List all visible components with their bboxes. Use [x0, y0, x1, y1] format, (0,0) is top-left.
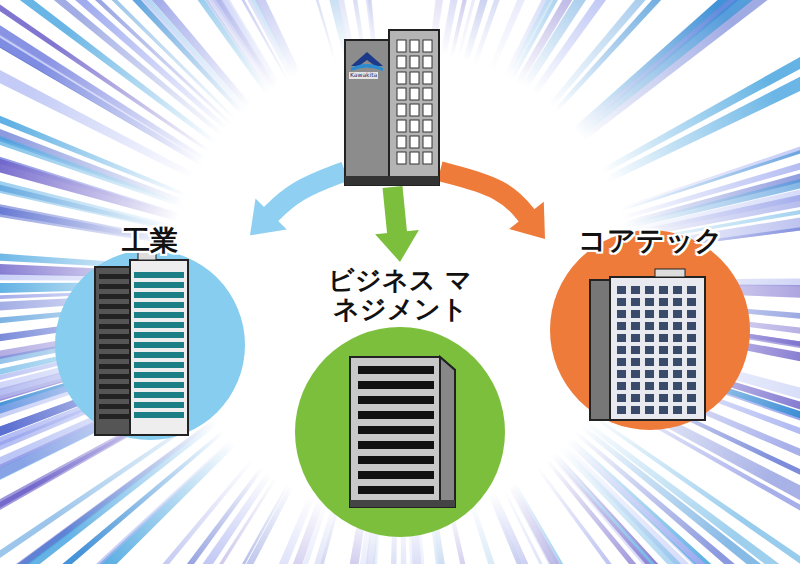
- arrow-head: [250, 199, 287, 236]
- company-label: 工業: [50, 226, 250, 257]
- company-circle: 工業: [50, 222, 250, 444]
- arrow-body: [393, 187, 398, 236]
- branch-arrow: [250, 171, 345, 235]
- logo-name: Kawakita: [349, 72, 378, 79]
- arrow-head: [509, 202, 545, 239]
- arrow-body: [268, 171, 345, 217]
- company-circle: ビジネス マネジメント: [290, 262, 510, 544]
- arrow-body: [440, 171, 529, 218]
- company-label: コアテック: [545, 226, 755, 257]
- building-illustration: [345, 30, 440, 187]
- company-label: ビジネス マネジメント: [315, 266, 485, 323]
- company-circle: コアテック: [545, 222, 755, 434]
- branch-arrow: [440, 171, 545, 239]
- branch-arrow: [375, 187, 419, 262]
- arrow-head: [375, 230, 419, 262]
- head-office-building: Kawakita: [345, 30, 440, 187]
